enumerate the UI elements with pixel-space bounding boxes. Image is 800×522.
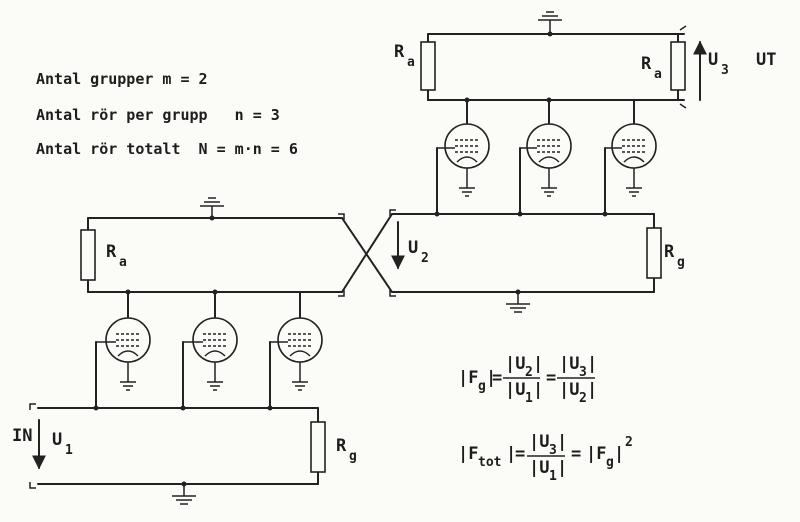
resistor-rg-stage1: [310, 421, 326, 473]
crossed-coupling: [338, 209, 405, 297]
u3-num-bar: |: [587, 354, 598, 374]
ftot-eq-2: =: [571, 444, 582, 464]
ftot-u3-num-sub: 3: [549, 443, 557, 458]
label-u3: U: [708, 50, 719, 70]
label-rg-stage1: R: [336, 436, 347, 456]
label-u3-sub: 3: [721, 63, 729, 78]
stage-1-plate-network: [80, 197, 343, 293]
fg-eq-2: =: [546, 368, 557, 388]
label-in: IN: [12, 426, 33, 446]
fg2-sub: g: [606, 455, 614, 470]
fg-lhs-close: |: [486, 368, 497, 388]
label-rg-stage2-sub: g: [677, 255, 685, 270]
stage-2-grid-network: [391, 211, 662, 313]
ftot-lhs-close: |: [506, 444, 517, 464]
label-rg-stage1-sub: g: [349, 449, 357, 464]
label-u2-sub: 2: [421, 251, 429, 266]
u1-den: |U: [505, 380, 526, 400]
label-out: UT: [756, 50, 777, 70]
fg2-close: |: [614, 444, 625, 464]
label-ra-stage3-left-sub: a: [407, 55, 415, 70]
u3-num-sub: 3: [579, 365, 587, 380]
u2-den-bar: |: [587, 380, 598, 400]
u1-den-bar: |: [533, 380, 544, 400]
info-tubes-per-group: Antal rör per grupp n = 3: [36, 106, 280, 124]
label-u1-sub: 1: [65, 443, 73, 458]
resistor-rg-stage2: [646, 227, 662, 279]
fg2-square: 2: [625, 435, 633, 450]
ftot-u3-num: |U: [529, 432, 550, 452]
ftot-lhs: |F: [458, 444, 479, 464]
label-ra-stage1: R: [106, 242, 117, 262]
label-rg-stage2: R: [664, 242, 675, 262]
ftot-u1-den-sub: 1: [549, 469, 557, 484]
fg2-lhs: |F: [586, 444, 607, 464]
label-u2: U: [408, 238, 419, 258]
resistor-ra-stage1: [80, 229, 96, 281]
info-groups: Antal grupper m = 2: [36, 70, 208, 88]
resistor-ra-stage3-left: [420, 41, 436, 91]
label-ra-stage1-sub: a: [119, 255, 127, 270]
ftot-u1-den-bar: |: [557, 458, 568, 478]
label-u1: U: [52, 430, 63, 450]
u2-num-sub: 2: [525, 365, 533, 380]
input-grid-network: [29, 403, 326, 505]
u3-num: |U: [559, 354, 580, 374]
u2-num-bar: |: [533, 354, 544, 374]
label-ra-stage3-left: R: [394, 42, 405, 62]
u2-num: |U: [505, 354, 526, 374]
ftot-u3-num-bar: |: [557, 432, 568, 452]
ftot-u1-den: |U: [529, 458, 550, 478]
u2-den-sub: 2: [579, 391, 587, 406]
tubes-stage-1: [95, 289, 323, 409]
u1-den-sub: 1: [525, 391, 533, 406]
ftot-lhs-sub: tot: [478, 455, 502, 470]
label-ra-stage3-right-sub: a: [654, 67, 662, 82]
resistor-ra-stage3-right: [670, 41, 686, 91]
tubes-stage-2: [436, 97, 657, 215]
stage-3-output: [420, 11, 707, 109]
fg-lhs: |F: [458, 368, 479, 388]
fg-eq: =: [492, 368, 503, 388]
fg-lhs-sub: g: [478, 379, 486, 394]
label-ra-stage3-right: R: [641, 54, 652, 74]
info-tubes-total: Antal rör totalt N = m·n = 6: [36, 140, 298, 158]
u2-den: |U: [559, 380, 580, 400]
ftot-eq: =: [515, 444, 526, 464]
